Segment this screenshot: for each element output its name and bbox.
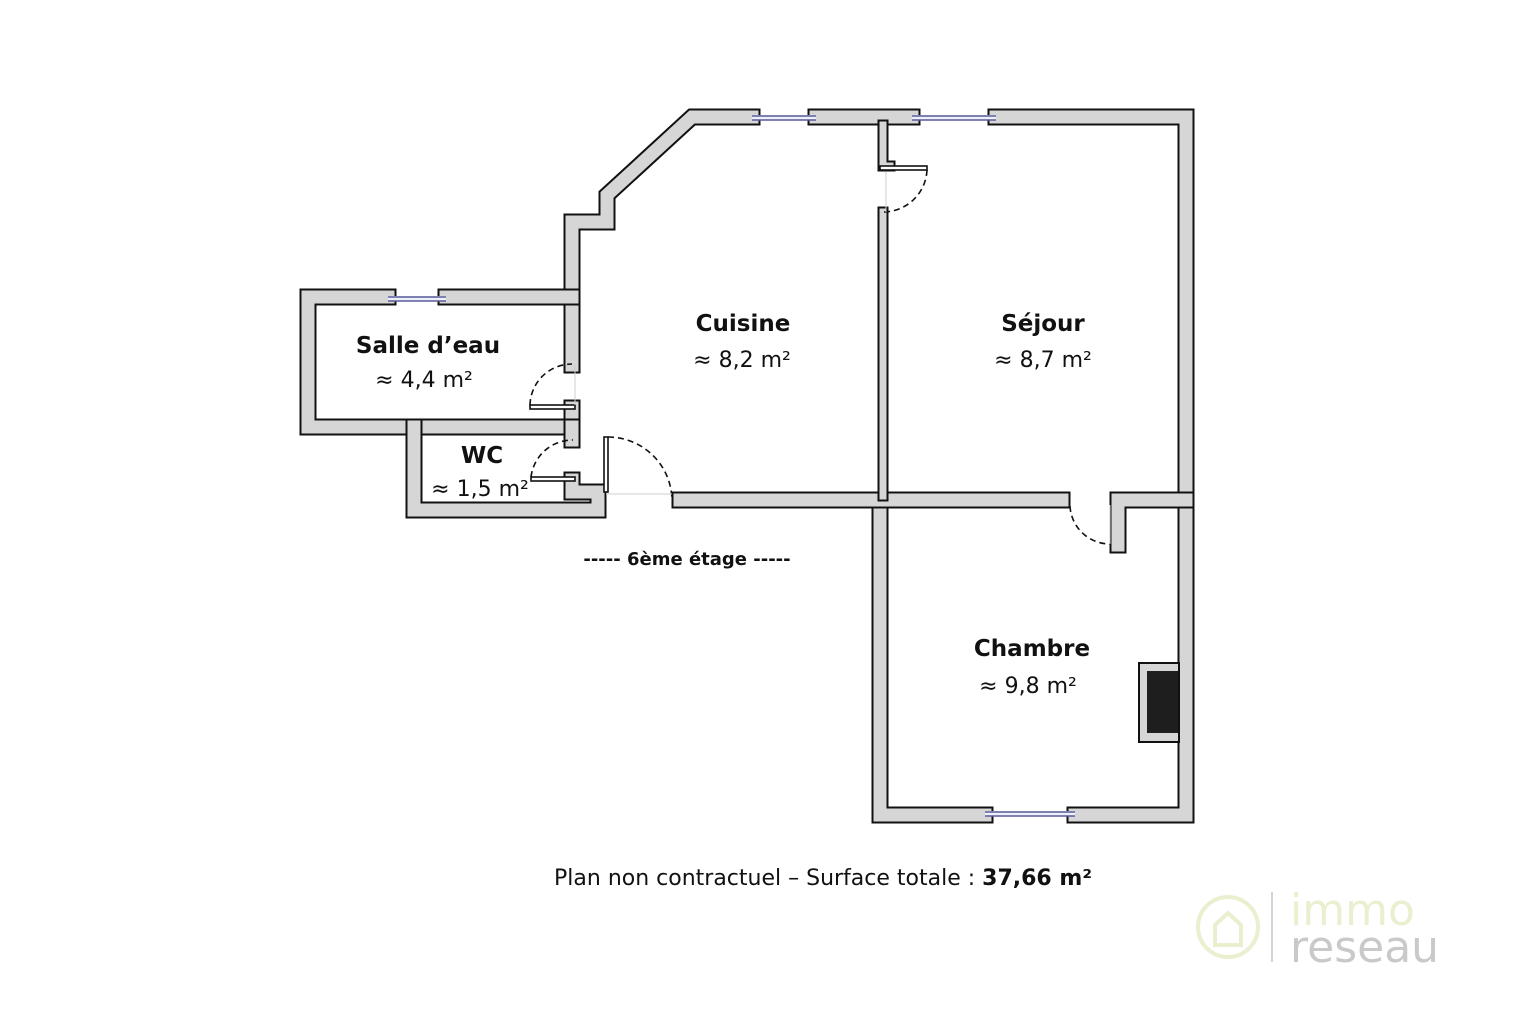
room-name-wc: WC <box>461 443 503 469</box>
footer-text: Plan non contractuel – Surface totale : <box>554 866 982 891</box>
logo: immo reseau <box>1196 885 1439 973</box>
room-name-cuisine: Cuisine <box>696 311 791 337</box>
room-area-wc: ≈ 1,5 m² <box>431 477 529 502</box>
logo-immo: immo <box>1290 885 1415 936</box>
floor-label: ----- 6ème étage ----- <box>583 549 790 570</box>
footer-note: Plan non contractuel – Surface totale : … <box>554 866 1092 891</box>
room-name-sejour: Séjour <box>1001 311 1085 337</box>
room-name-salle-deau: Salle d’eau <box>356 333 500 359</box>
doors <box>529 165 1111 545</box>
total-surface: 37,66 m² <box>982 866 1092 891</box>
room-name-chambre: Chambre <box>974 636 1090 662</box>
house-icon <box>1213 910 1243 947</box>
room-area-salle-deau: ≈ 4,4 m² <box>375 368 473 393</box>
room-area-cuisine: ≈ 8,2 m² <box>693 348 791 373</box>
room-area-sejour: ≈ 8,7 m² <box>994 348 1092 373</box>
fireplace <box>1138 662 1180 743</box>
logo-reseau: reseau <box>1290 922 1439 973</box>
house-circle-icon <box>1196 895 1260 959</box>
windows <box>388 115 1075 817</box>
room-area-chambre: ≈ 9,8 m² <box>979 674 1077 699</box>
walls <box>299 108 1195 824</box>
